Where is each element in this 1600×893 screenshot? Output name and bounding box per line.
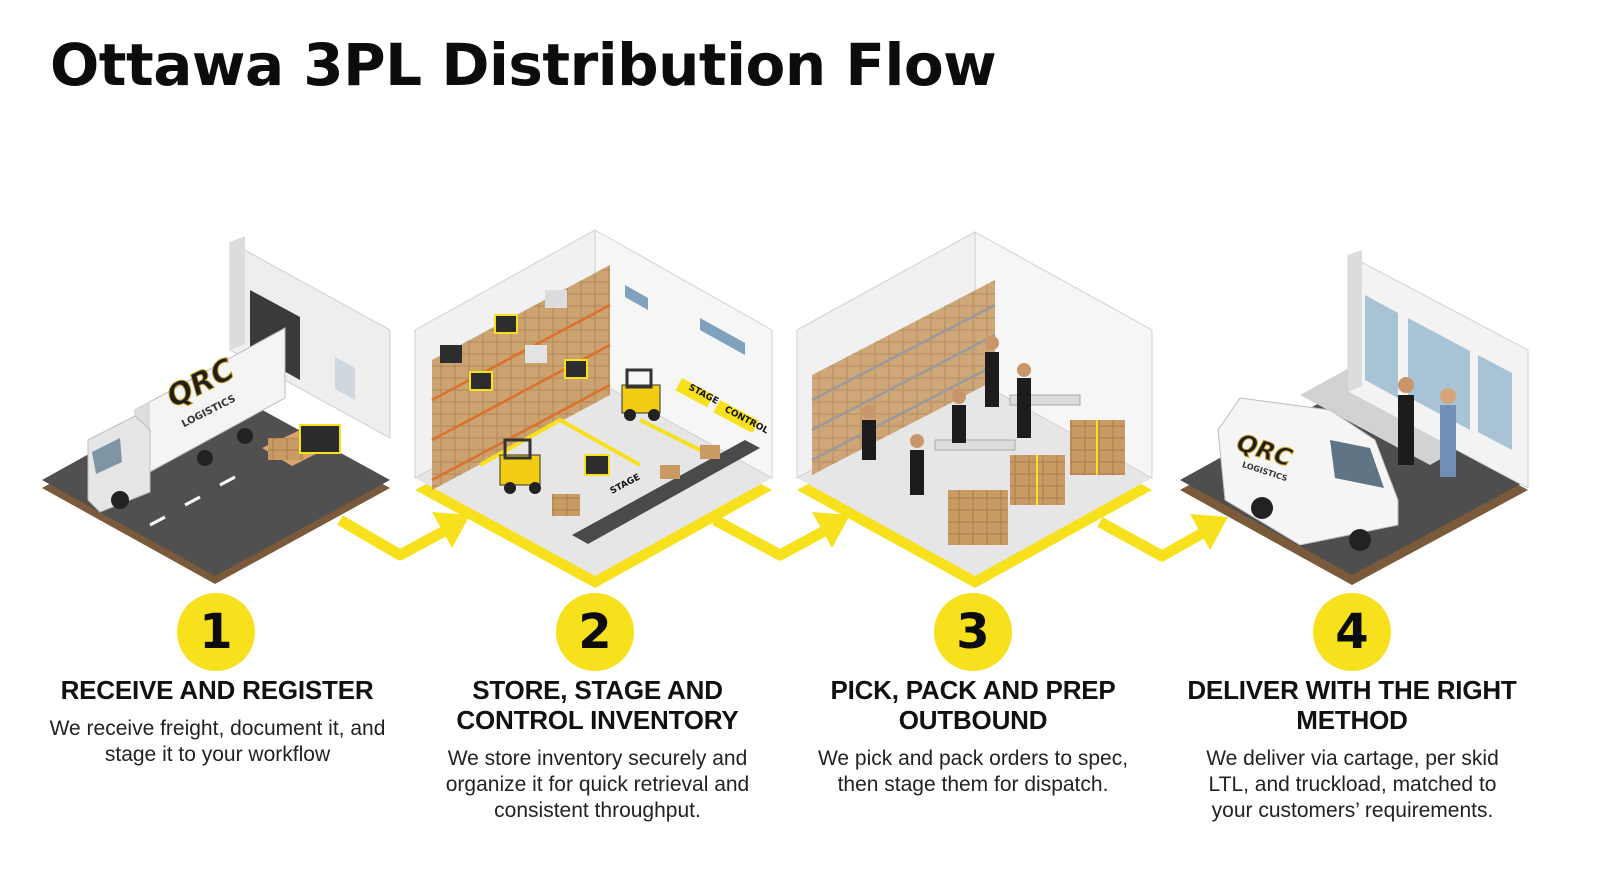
- conveyor: [572, 440, 760, 544]
- scene-receive-dock: QRC LOGISTICS: [42, 236, 391, 584]
- scene-pick-pack: [796, 231, 1153, 588]
- step-3-description: We pick and pack orders to spec, then st…: [817, 747, 1129, 796]
- flow-arrow-2-3: [712, 512, 850, 561]
- flow-arrow-1-2: [337, 512, 470, 561]
- storefront-windows: [1365, 295, 1512, 450]
- scene-delivery: QRC LOGISTICS: [1180, 250, 1529, 585]
- packing-table: [934, 439, 1016, 451]
- step-4-title: DELIVER WITH THE RIGHT METHOD: [1187, 675, 1517, 735]
- scene-storage-warehouse: STAGE CONTROL STAGE: [414, 229, 773, 588]
- road-markings: [149, 475, 236, 527]
- page-title: Ottawa 3PL Distribution Flow: [50, 31, 997, 99]
- step-3-number-badge: 3: [934, 593, 1012, 671]
- storage-racking: [431, 265, 611, 490]
- step-3-title: PICK, PACK AND PREP OUTBOUND: [830, 675, 1116, 735]
- warehouse-workers: [862, 336, 1031, 495]
- step-1-number-badge: 1: [177, 593, 255, 671]
- courier-and-customer: [1398, 377, 1456, 477]
- step-4-number-badge: 4: [1313, 593, 1391, 671]
- step-1-title: RECEIVE AND REGISTER: [60, 675, 374, 705]
- step-1-description: We receive freight, document it, and sta…: [49, 717, 386, 766]
- forklift-1: [499, 438, 541, 494]
- step-2-description: We store inventory securely and organize…: [445, 747, 750, 822]
- step-4-description: We deliver via cartage, per skid LTL, an…: [1206, 747, 1499, 822]
- delivery-van: QRC LOGISTICS: [1217, 397, 1399, 551]
- forklift-2: [621, 368, 661, 421]
- pick-shelving: [811, 280, 996, 475]
- flow-illustration: QRC LOGISTICS: [42, 229, 1529, 588]
- dock-pallets: [262, 424, 341, 466]
- step-2-title: STORE, STAGE AND CONTROL INVENTORY: [456, 675, 739, 735]
- flow-arrow-3-4: [1097, 514, 1228, 562]
- step-2-number-badge: 2: [556, 593, 634, 671]
- outbound-pallet-1: [948, 490, 1008, 545]
